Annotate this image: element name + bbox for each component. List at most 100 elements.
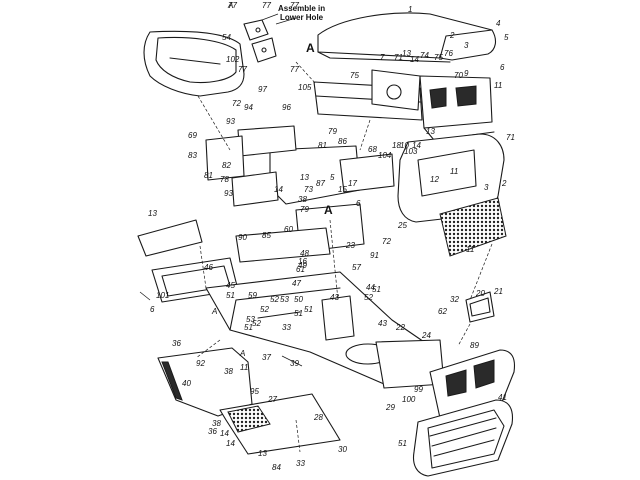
part-callout: 51: [398, 439, 407, 448]
part-callout: 16: [298, 257, 307, 266]
part-callout: 75: [350, 71, 359, 80]
part-callout: 96: [282, 103, 291, 112]
part-callout: 84: [272, 463, 281, 472]
part-callout: 2: [501, 179, 507, 188]
part-callout: 14: [410, 55, 419, 64]
part-callout: 9: [464, 69, 469, 78]
part-callout: 69: [188, 131, 197, 140]
grille-screen: [439, 197, 507, 257]
part-callout: 93: [226, 117, 235, 126]
part-callout: 70: [454, 71, 463, 80]
assembly-note: Assemble in Lower Hole: [261, 4, 325, 22]
headlight: [465, 291, 495, 323]
part-callout: 68: [368, 145, 377, 154]
part-callout: 47: [292, 279, 301, 288]
part-callout: 13: [258, 449, 267, 458]
part-callout: 89: [470, 341, 479, 350]
part-callout: 13: [300, 173, 309, 182]
part-callout: 38: [298, 195, 307, 204]
part-callout: 14: [220, 429, 229, 438]
part-callout: 3: [464, 41, 469, 50]
part-callout: 2: [449, 31, 455, 40]
part-callout: 87: [316, 179, 325, 188]
marker-a: A: [239, 349, 245, 358]
part-callout: 21: [493, 287, 503, 296]
assembly-lines: [139, 61, 493, 453]
part-callout: 77: [262, 1, 271, 10]
part-callout: 73: [304, 185, 313, 194]
part-callout: 53: [280, 295, 289, 304]
part-callout: 41: [498, 393, 507, 402]
part-callout: 30: [338, 445, 347, 454]
part-callout: 51: [294, 309, 303, 318]
part-callout: 5: [330, 173, 335, 182]
part-callout: 60: [284, 225, 293, 234]
part-callout: 61: [296, 265, 305, 274]
part-callout: 85: [262, 231, 271, 240]
part-callout: 57: [352, 263, 361, 272]
part-callout: 72: [232, 99, 241, 108]
part-callout: 92: [196, 359, 205, 368]
part-callout: 102: [226, 55, 240, 64]
part-callout: 77: [228, 1, 237, 10]
part-callout: 25: [397, 221, 407, 230]
part-callout: 36: [172, 339, 181, 348]
part-callout: 86: [338, 137, 347, 146]
part-callout: 101: [156, 291, 169, 300]
part-callout: 52: [260, 305, 269, 314]
part-callout: 52: [270, 295, 279, 304]
footrest: [157, 347, 341, 455]
part-callout: 36: [208, 427, 217, 436]
part-callout: 103: [404, 147, 418, 156]
part-callout: 79: [328, 127, 337, 136]
part-callout: 74: [420, 51, 429, 60]
part-callout: 39: [290, 359, 299, 368]
part-callout: 77: [290, 65, 299, 74]
part-callout: 14: [226, 439, 235, 448]
note-line-2: Lower Hole: [280, 13, 324, 22]
part-callout: 20: [475, 289, 485, 298]
part-callout: 72: [382, 237, 391, 246]
part-callout: 33: [282, 323, 291, 332]
part-callout: 13: [402, 49, 411, 58]
part-callout: 50: [294, 295, 303, 304]
part-callout: 77: [290, 1, 299, 10]
part-callout: 91: [370, 251, 379, 260]
part-callout: 5: [504, 33, 509, 42]
part-callout: 11: [240, 363, 248, 372]
part-callout: 38: [212, 419, 221, 428]
part-callout: 24: [421, 331, 431, 340]
part-callout: 81: [204, 171, 213, 180]
part-callout: 51: [226, 291, 235, 300]
part-callout: 14: [274, 185, 283, 194]
part-callout: 95: [250, 387, 259, 396]
part-callout: 32: [450, 295, 459, 304]
part-callout: 46: [204, 263, 213, 272]
part-callout: 43: [330, 293, 339, 302]
side-panel: [397, 133, 507, 257]
pedestal: [205, 125, 395, 207]
part-callout: 48: [300, 249, 309, 258]
part-callout: 28: [313, 413, 323, 422]
marker-a: A: [211, 307, 217, 316]
part-callout: A: [227, 1, 233, 10]
part-callout: 79: [300, 205, 309, 214]
part-callout: 54: [222, 33, 231, 42]
part-callout: 104: [378, 151, 392, 160]
hood: [317, 12, 497, 63]
part-callout: 49: [298, 261, 307, 270]
part-callout: 44: [366, 283, 375, 292]
part-callout: 51: [372, 285, 381, 294]
part-callout: 52: [252, 319, 261, 328]
part-callout: 83: [188, 151, 197, 160]
part-callout: 1: [408, 5, 412, 14]
battery-tray: [235, 203, 365, 263]
part-callout: 43: [378, 319, 387, 328]
part-callout: 51: [304, 305, 313, 314]
part-callout: 37: [262, 353, 271, 362]
part-callout: 14: [412, 141, 421, 150]
dash-panel: [313, 69, 423, 121]
note-line-1: Assemble in: [278, 4, 325, 13]
part-callout: 7: [380, 53, 385, 62]
